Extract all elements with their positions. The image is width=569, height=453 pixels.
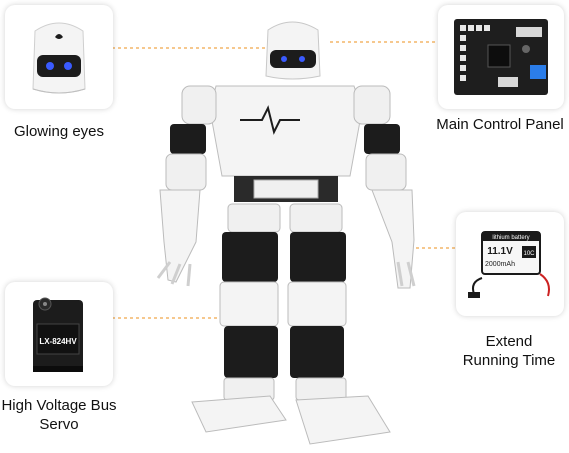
control-callout-box xyxy=(438,5,564,109)
servo-model-label: LX-824HV xyxy=(39,337,77,346)
control-caption-line-1: Main Control Panel xyxy=(436,116,564,133)
battery-image: lithium battery 11.1V 2000mAh 10C xyxy=(468,231,550,298)
battery-rating: 10C xyxy=(523,251,535,257)
robot-left-leg xyxy=(191,203,287,433)
battery-label-top: lithium battery xyxy=(492,235,529,241)
servo-callout-box: LX-824HV xyxy=(5,282,113,386)
battery-capacity: 2000mAh xyxy=(485,261,515,268)
servo-image: LX-824HV xyxy=(33,297,83,372)
battery-callout-box: lithium battery 11.1V 2000mAh 10C xyxy=(456,212,564,316)
control-caption: Main Control Panel xyxy=(432,115,568,134)
servo-caption-line-1: High Voltage Bus xyxy=(1,397,117,414)
battery-caption: Extend Running Time xyxy=(450,332,568,370)
battery-caption-line-1: Extend xyxy=(485,333,533,350)
battery-voltage: 11.1V xyxy=(487,246,513,257)
servo-caption-line-2: Servo xyxy=(39,416,79,433)
robot-left-arm xyxy=(156,85,217,287)
eyes-caption-line-1: Glowing eyes xyxy=(13,123,105,140)
battery-caption-line-2: Running Time xyxy=(462,352,556,369)
eyes-callout-box xyxy=(5,5,113,109)
eyes-caption: Glowing eyes xyxy=(5,122,113,141)
control-board-image xyxy=(454,19,548,95)
robot-head xyxy=(265,21,321,80)
robot-torso xyxy=(209,85,363,202)
robot-head-image xyxy=(32,22,86,94)
robot-right-arm xyxy=(353,85,416,289)
right-eye-glow xyxy=(64,62,72,70)
robot-right-leg xyxy=(287,203,391,445)
servo-caption: High Voltage Bus Servo xyxy=(0,396,118,434)
left-eye-glow xyxy=(46,62,54,70)
